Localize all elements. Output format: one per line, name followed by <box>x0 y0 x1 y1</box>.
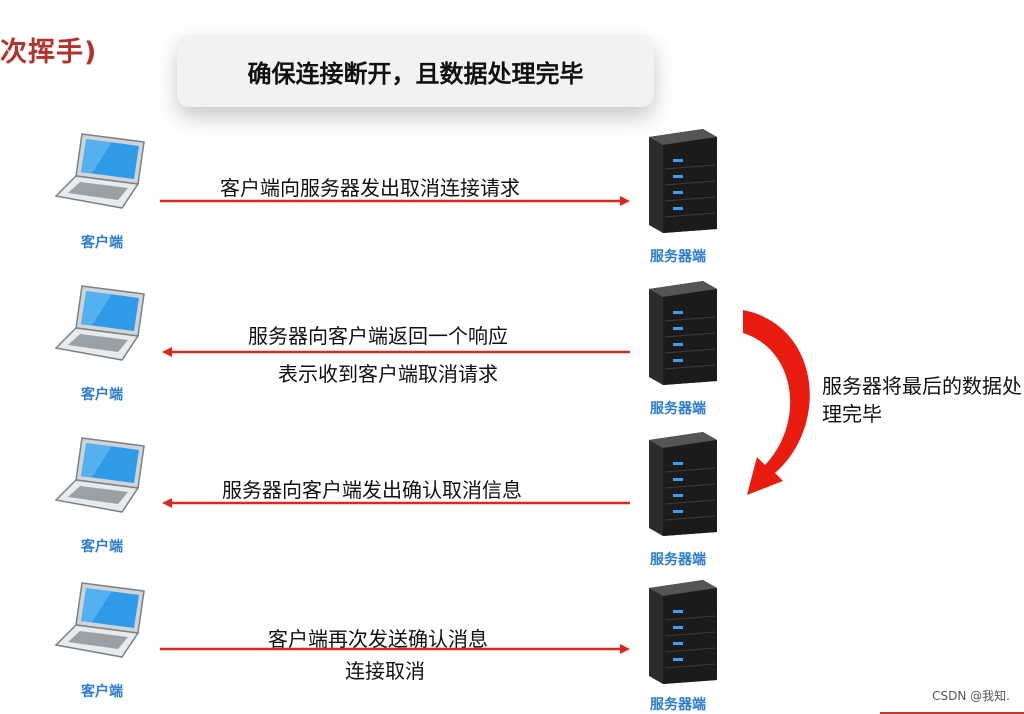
server-label: 服务器端 <box>628 549 728 569</box>
laptop-icon <box>52 132 148 212</box>
partial-section-title: 次挥手) <box>0 30 97 69</box>
laptop-icon <box>52 284 148 364</box>
server-icon <box>643 277 723 387</box>
header-banner: 确保连接断开，且数据处理完毕 <box>177 35 654 107</box>
processing-note: 服务器将最后的数据处理完毕 <box>822 372 1022 428</box>
client-label: 客户端 <box>52 681 152 701</box>
server-icon <box>643 576 723 686</box>
server-label: 服务器端 <box>628 694 728 714</box>
arrow-right <box>160 193 632 209</box>
client-label: 客户端 <box>52 384 152 404</box>
curved-arrow-icon <box>735 305 825 505</box>
client-label: 客户端 <box>52 232 152 252</box>
step-2-message-line-2: 表示收到客户端取消请求 <box>278 358 498 387</box>
arrow-left <box>160 495 632 511</box>
server-icon <box>643 125 723 235</box>
server-label: 服务器端 <box>628 246 728 266</box>
step-4-message-line-2: 连接取消 <box>345 655 425 684</box>
laptop-icon <box>52 436 148 516</box>
client-label: 客户端 <box>52 536 152 556</box>
server-label: 服务器端 <box>628 398 728 418</box>
watermark: CSDN @我知. <box>932 687 1010 704</box>
server-icon <box>643 428 723 538</box>
laptop-icon <box>52 581 148 661</box>
